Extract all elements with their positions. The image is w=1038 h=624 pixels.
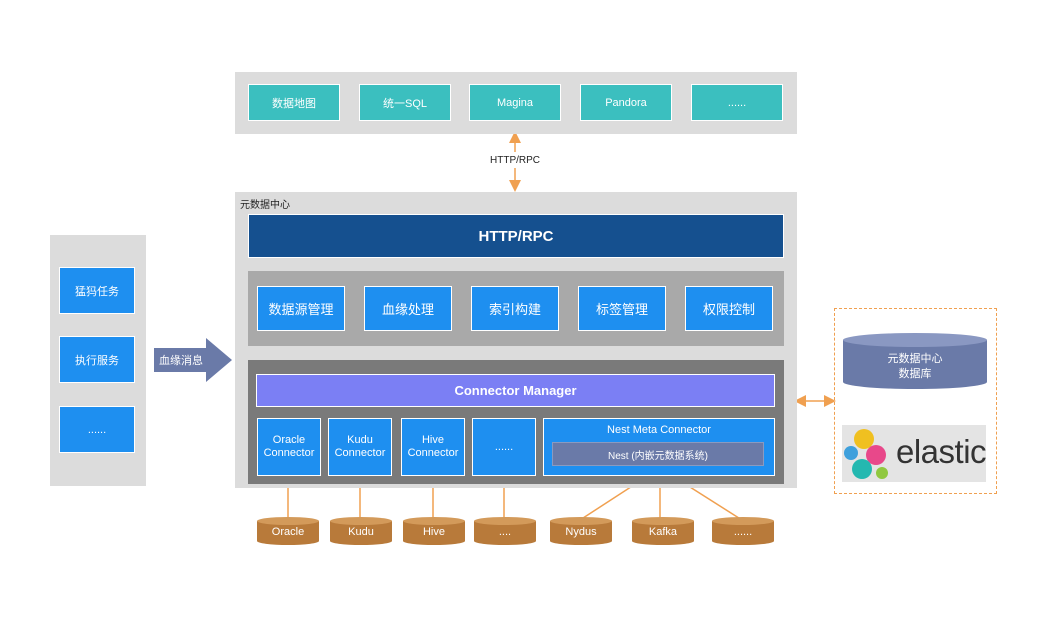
source-kafka-cylinder xyxy=(632,517,694,545)
module-lineage-processing[interactable]: 血缘处理 xyxy=(364,286,452,331)
app-box-pandora[interactable]: Pandora xyxy=(580,84,672,121)
lineage-arrow-label: 血缘消息 xyxy=(159,355,203,367)
source-more-2: ...... xyxy=(733,526,753,538)
http-rpc-label: HTTP/RPC xyxy=(470,152,560,168)
connector-oracle[interactable]: Oracle Connector xyxy=(257,418,321,476)
source-more-1: .... xyxy=(498,526,512,538)
http-rpc-bar[interactable]: HTTP/RPC xyxy=(248,214,784,258)
app-box-unified-sql[interactable]: 统一SQL xyxy=(359,84,451,121)
elastic-logo-icon xyxy=(844,429,888,479)
source-kudu: Kudu xyxy=(348,526,374,538)
elastic-wordmark: elastic xyxy=(896,433,987,470)
app-box-more[interactable]: ...... xyxy=(691,84,783,121)
source-kafka: Kafka xyxy=(648,526,678,538)
source-oracle-cylinder xyxy=(257,517,319,545)
module-permission-control[interactable]: 权限控制 xyxy=(685,286,773,331)
left-item-mammoth-task[interactable]: 猛犸任务 xyxy=(59,267,135,314)
source-more-2-cylinder xyxy=(712,517,774,545)
nest-meta-connector-label: Nest Meta Connector xyxy=(607,424,711,436)
metadata-center-title: 元数据中心 xyxy=(240,200,290,211)
app-box-data-map[interactable]: 数据地图 xyxy=(248,84,340,121)
elastic-logo: elastic xyxy=(842,425,987,482)
left-item-more[interactable]: ...... xyxy=(59,406,135,453)
source-nydus: Nydus xyxy=(565,526,597,538)
source-more-1-cylinder xyxy=(474,517,536,545)
module-tag-mgmt[interactable]: 标签管理 xyxy=(578,286,666,331)
app-box-magina[interactable]: Magina xyxy=(469,84,561,121)
connector-manager-bar[interactable]: Connector Manager xyxy=(256,374,775,407)
nest-embedded-box[interactable]: Nest (内嵌元数据系统) xyxy=(552,442,764,466)
storage-panel xyxy=(834,308,997,494)
source-hive: Hive xyxy=(422,526,445,538)
source-nydus-cylinder xyxy=(550,517,612,545)
module-datasource-mgmt[interactable]: 数据源管理 xyxy=(257,286,345,331)
connector-more[interactable]: ...... xyxy=(472,418,536,476)
connector-hive[interactable]: Hive Connector xyxy=(401,418,465,476)
module-index-building[interactable]: 索引构建 xyxy=(471,286,559,331)
source-kudu-cylinder xyxy=(330,517,392,545)
source-hive-cylinder xyxy=(403,517,465,545)
metadata-db-label: 元数据中心 数据库 xyxy=(887,353,943,380)
left-item-exec-service[interactable]: 执行服务 xyxy=(59,336,135,383)
connector-kudu[interactable]: Kudu Connector xyxy=(328,418,392,476)
source-oracle: Oracle xyxy=(271,526,305,538)
